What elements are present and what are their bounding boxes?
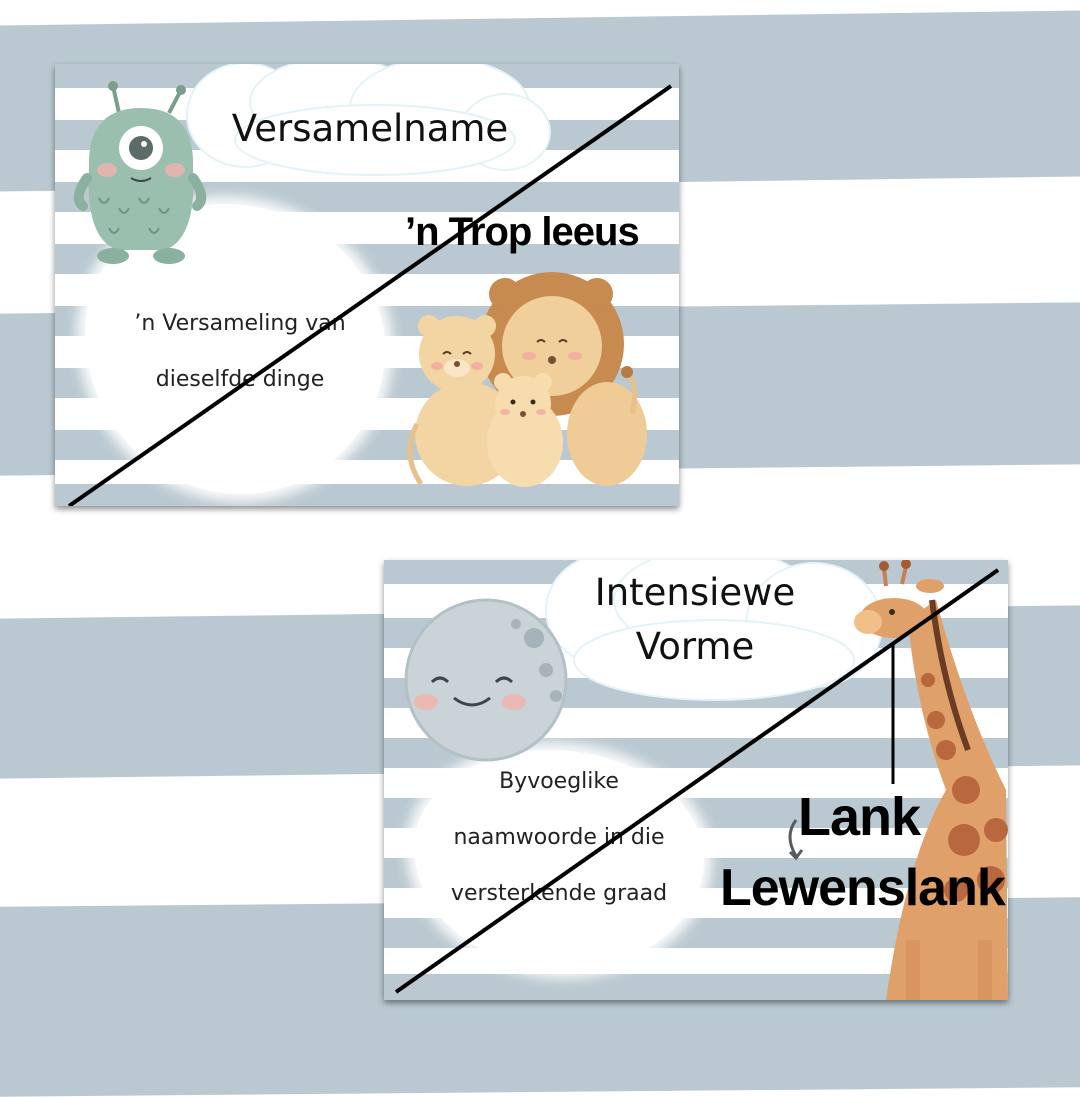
brush-blob (414, 750, 704, 970)
alien-monster-icon (73, 81, 207, 264)
curved-arrow-icon (788, 819, 804, 861)
card1-term: Versamelname (231, 107, 509, 150)
arrow-vertical-line (891, 644, 895, 784)
moon-icon (404, 598, 568, 762)
card-intensiewe-vorme: Intensiewe Vorme Byvoeglike naamwoorde i… (384, 560, 1008, 1000)
card-versamelname: Versamelname ’n Versameling van dieselfd… (55, 64, 679, 506)
term-line: Intensiewe (594, 571, 796, 614)
card2-term: Intensiewe Vorme (560, 566, 830, 673)
cloud-shape (545, 560, 883, 701)
definition-line: ’n Versameling van (134, 311, 346, 336)
slash-line (67, 84, 673, 506)
giraffe-icon (854, 560, 1008, 1000)
slash-line (394, 568, 1000, 994)
term-line: Vorme (635, 624, 755, 668)
lion-family-icon (407, 272, 647, 487)
definition-line: Byvoeglike (499, 769, 619, 794)
card2-example-base: Lank (798, 787, 921, 847)
card2-example-intensive: Lewenslank (720, 859, 1006, 917)
brush-blob (85, 204, 385, 494)
definition-line: versterkende graad (450, 881, 668, 906)
cloud-shape (186, 64, 551, 176)
